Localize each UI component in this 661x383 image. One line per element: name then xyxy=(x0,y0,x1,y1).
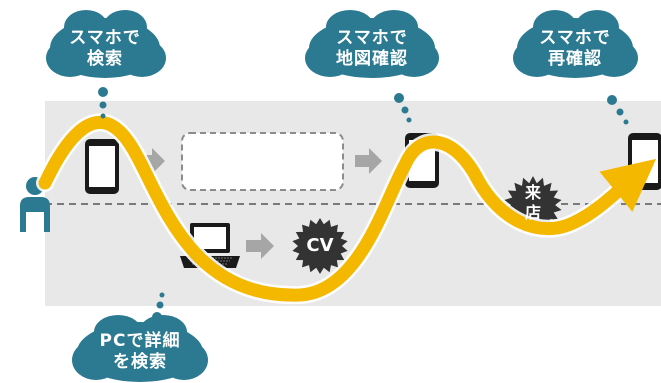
cloud-map-check xyxy=(305,10,439,123)
arrow-right-icon xyxy=(138,148,165,174)
cloud-label-recheck: スマホで 再確認 xyxy=(539,28,611,69)
cv-badge-label: CV xyxy=(306,235,334,256)
cloud-pc-search xyxy=(72,292,208,382)
cv-badge xyxy=(292,218,348,274)
cloud-label-pc-search: PCで詳細 を検索 xyxy=(99,331,181,372)
cloud-label-search-smartphone: スマホで 検索 xyxy=(69,28,141,69)
smartphone-icon xyxy=(85,139,119,194)
cloud-search-smartphone xyxy=(46,10,166,119)
placeholder-box xyxy=(181,132,344,191)
cloud-label-map-check: スマホで 地図確認 xyxy=(336,28,408,69)
cloud-recheck xyxy=(513,10,638,125)
arrow-right-icon xyxy=(246,233,274,259)
arrow-right-icon xyxy=(355,148,382,174)
journey-path xyxy=(38,115,657,302)
store-visit-badge-label: 来 店 xyxy=(524,183,541,222)
